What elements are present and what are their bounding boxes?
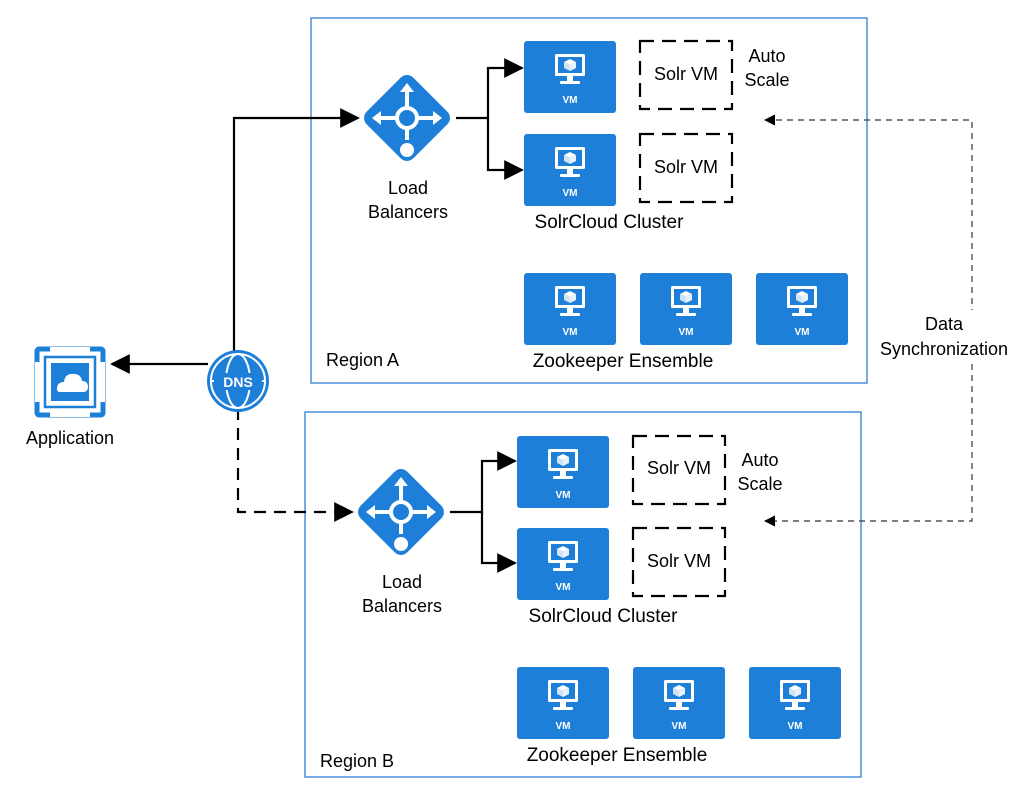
region-b-autoscale-solr-vm-2-label: Solr VM: [647, 551, 711, 571]
dns-to-region-a-lb-arrow: [232, 108, 360, 352]
region-b-autoscale-solr-vm-1-box: [631, 434, 727, 506]
vm-label: VM: [679, 327, 694, 338]
application-label: Application: [26, 428, 114, 448]
vm-label: VM: [556, 490, 571, 501]
region-b-autoscale-solr-vm-1-label: Solr VM: [647, 458, 711, 478]
region-b-lb-label-line1: Load: [382, 572, 422, 592]
region-a-solr-vm-2[interactable]: VM: [524, 134, 616, 206]
region-a-lb-to-vm1-arrow: [456, 58, 524, 120]
region-a-name-label: Region A: [326, 350, 399, 370]
region-b-lb-label-line2: Balancers: [362, 596, 442, 616]
region-b-lb-to-vm2-arrow: [480, 512, 517, 573]
region-b-auto-scale-label-line2: Scale: [737, 474, 782, 494]
region-a-solr-vm-1[interactable]: VM: [524, 41, 616, 113]
region-a-box: [310, 17, 868, 384]
region-b-solr-vm-2[interactable]: VM: [517, 528, 609, 600]
region-b-zookeeper-vm-1[interactable]: VM: [517, 667, 609, 739]
region-a-zookeeper-vm-1[interactable]: VM: [524, 273, 616, 345]
data-sync-label-line1: Data: [925, 314, 964, 334]
vm-label: VM: [556, 582, 571, 593]
region-b-solr-vm-1[interactable]: VM: [517, 436, 609, 508]
vm-label: VM: [672, 721, 687, 732]
region-b-solrcloud-cluster-label: SolrCloud Cluster: [529, 606, 679, 627]
region-b-auto-scale-label-line1: Auto: [741, 450, 778, 470]
region-a-zookeeper-vm-2[interactable]: VM: [640, 273, 732, 345]
data-sync-label-background: [868, 310, 1022, 362]
vm-label: VM: [563, 95, 578, 106]
cloud-app-icon: [34, 346, 106, 418]
region-a-load-balancer-icon[interactable]: [358, 69, 456, 167]
vm-label: VM: [563, 327, 578, 338]
vm-label: VM: [563, 188, 578, 199]
region-b-lb-to-vm1-arrow: [450, 451, 517, 514]
dns-globe-icon[interactable]: DNS: [207, 350, 269, 412]
vm-label: VM: [788, 721, 803, 732]
region-b-zookeeper-vm-2[interactable]: VM: [633, 667, 725, 739]
region-b-name-label: Region B: [320, 751, 394, 771]
region-a-solrcloud-cluster-label: SolrCloud Cluster: [535, 212, 685, 233]
region-a-autoscale-solr-vm-1-label: Solr VM: [654, 64, 718, 84]
vm-label: VM: [556, 721, 571, 732]
region-b-load-balancer-icon[interactable]: [352, 463, 450, 561]
region-a-autoscale-solr-vm-1-box: [638, 39, 734, 111]
region-b-zookeeper-vm-3[interactable]: VM: [749, 667, 841, 739]
region-a-lb-label-line2: Balancers: [368, 202, 448, 222]
region-a-zookeeper-vm-3[interactable]: VM: [756, 273, 848, 345]
region-b-box: [304, 411, 862, 778]
region-b-zookeeper-ensemble-label: Zookeeper Ensemble: [527, 745, 708, 766]
dns-label: DNS: [223, 374, 253, 390]
vm-label: VM: [795, 327, 810, 338]
region-a-auto-scale-label-line2: Scale: [744, 70, 789, 90]
region-a-lb-label-line1: Load: [388, 178, 428, 198]
region-a-auto-scale-label-line1: Auto: [748, 46, 785, 66]
region-b-autoscale-solr-vm-2-box: [631, 526, 727, 598]
region-a-zookeeper-ensemble-label: Zookeeper Ensemble: [533, 351, 714, 372]
data-sync-label-line2: Synchronization: [880, 339, 1008, 359]
region-a-lb-to-vm2-arrow: [486, 118, 524, 180]
region-a-autoscale-solr-vm-2-box: [638, 132, 734, 204]
region-a-autoscale-solr-vm-2-label: Solr VM: [654, 157, 718, 177]
dns-to-region-b-lb-arrow: [236, 408, 354, 522]
